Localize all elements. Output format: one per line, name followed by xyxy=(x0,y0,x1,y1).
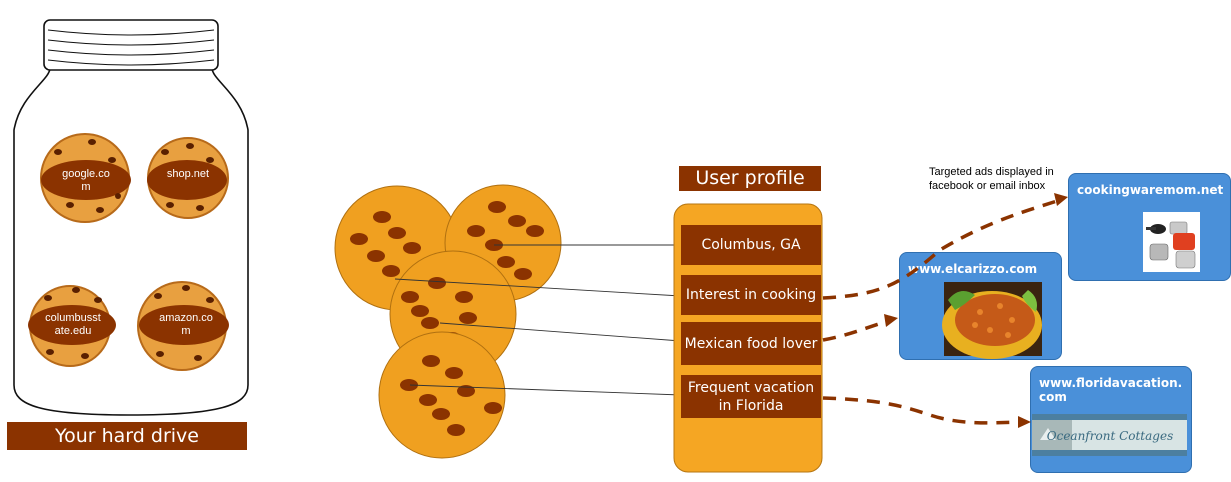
jar-caption: Your hard drive xyxy=(7,422,247,450)
middle-cookie-4 xyxy=(378,331,506,459)
cookie-label-shop: shop.net xyxy=(166,168,210,180)
profile-item-florida: Frequent vacation in Florida xyxy=(681,375,821,418)
profile-item-cooking: Interest in cooking xyxy=(681,275,821,315)
profile-item-mexican: Mexican food lover xyxy=(681,322,821,365)
jar-cookie-amazon xyxy=(137,281,229,371)
jar-cookie-columbusstate xyxy=(28,285,116,367)
cookware-photo xyxy=(1143,212,1200,272)
jar-body xyxy=(13,67,249,416)
mexican-rice-photo xyxy=(942,282,1042,359)
banner-text: Oceanfront Cottages xyxy=(1047,429,1173,443)
profile-item-location: Columbus, GA xyxy=(681,225,821,265)
cookie-label-google: google.com xyxy=(62,168,110,193)
arrow-mexican xyxy=(822,319,889,342)
jar-cookie-google xyxy=(40,133,131,223)
jar-cookie-shop xyxy=(147,137,229,219)
cookie-label-amazon: amazon.com xyxy=(159,312,213,337)
oceanfront-cottage-banner: Oceanfront Cottages xyxy=(1032,414,1187,456)
connector-lines xyxy=(394,244,682,396)
targeted-ads-note: Targeted ads displayed in facebook or em… xyxy=(929,166,1054,192)
cookie-label-columbusstate: columbusstate.edu xyxy=(45,312,101,337)
profile-title: User profile xyxy=(679,166,821,191)
arrow-florida xyxy=(822,396,1023,425)
arrow-cooking xyxy=(822,198,1061,300)
arrowheads xyxy=(884,193,1068,428)
dashed-arrows xyxy=(822,198,1061,425)
